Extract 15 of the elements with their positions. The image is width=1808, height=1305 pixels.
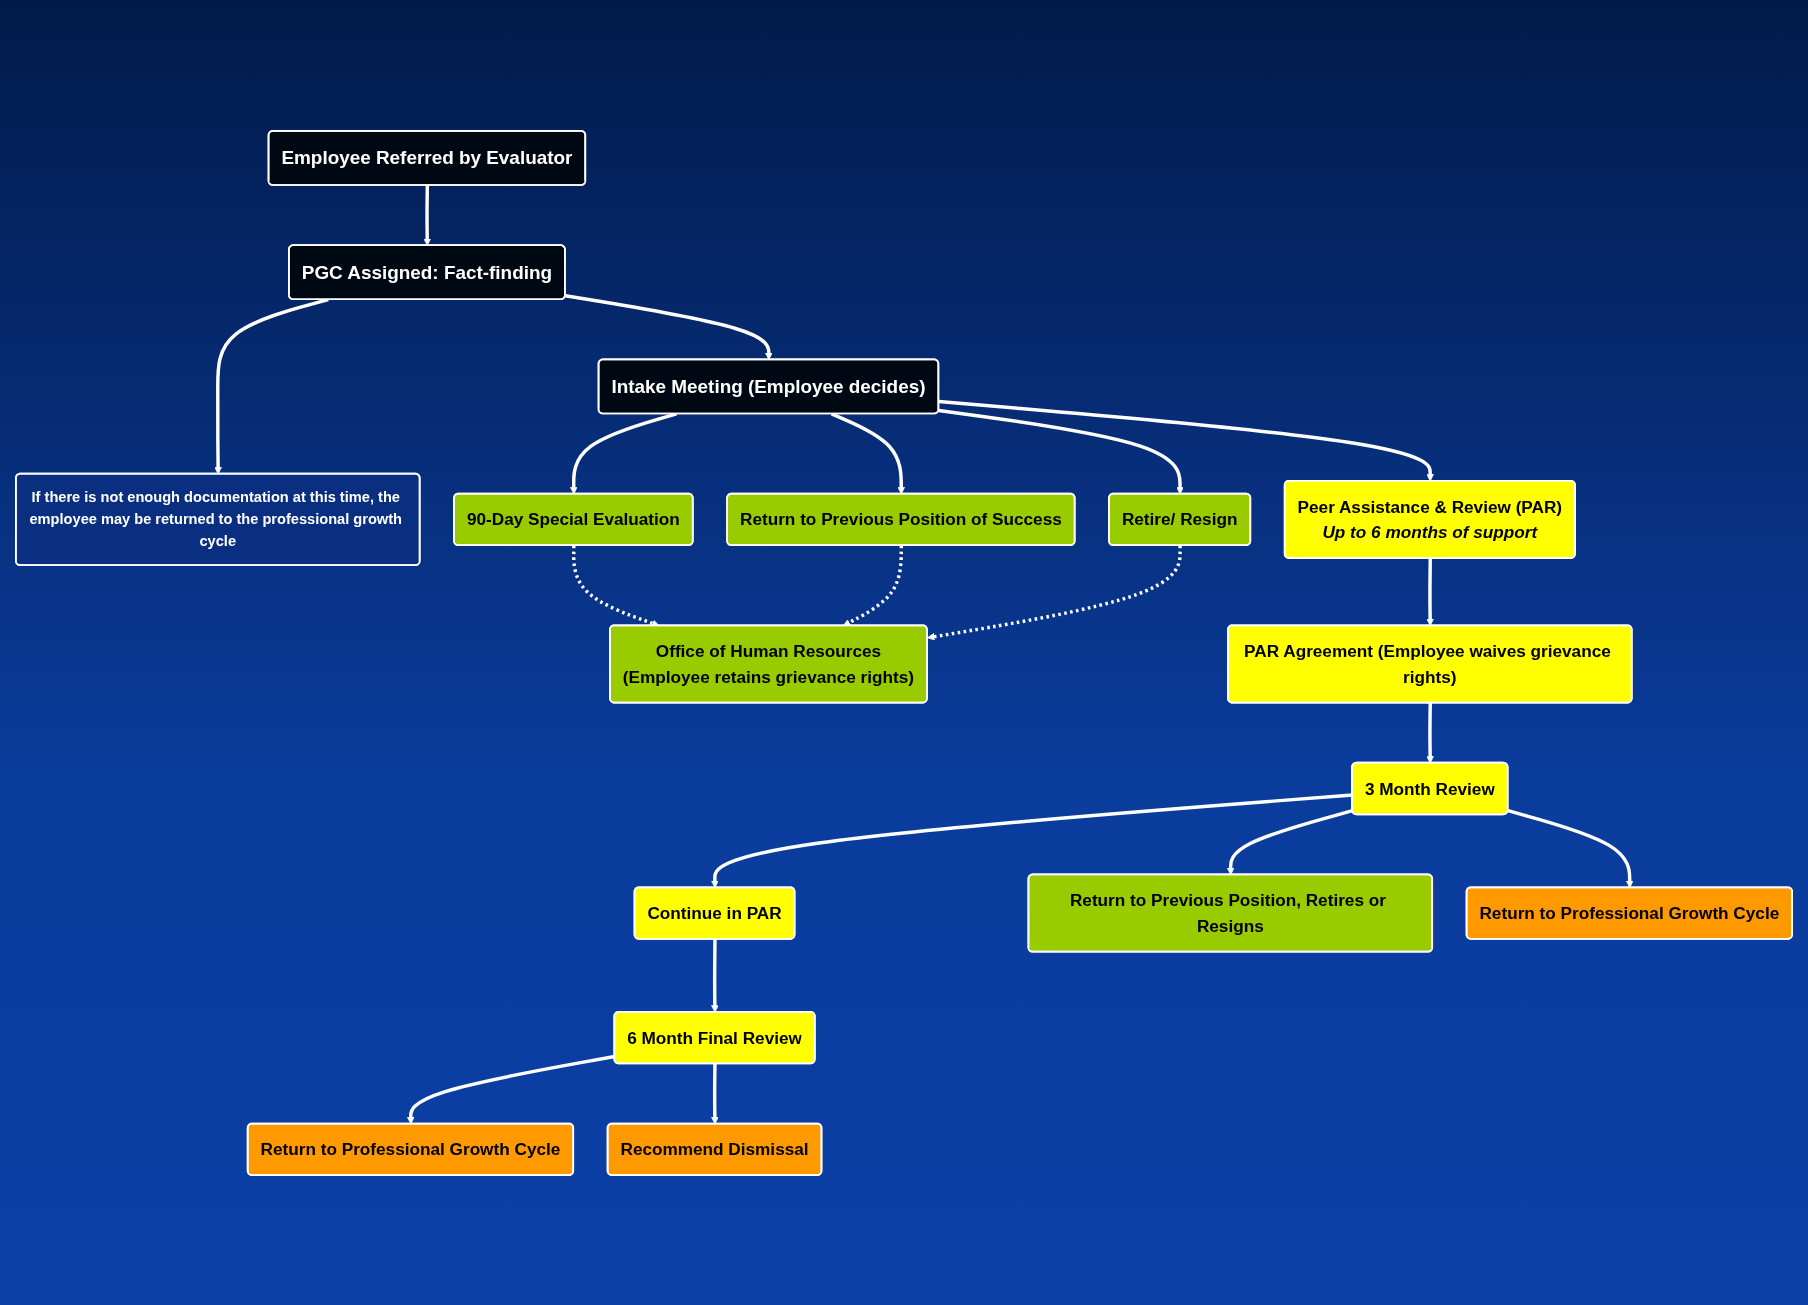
arrow <box>1507 808 1634 888</box>
arrow <box>407 1054 616 1124</box>
arrow <box>1226 808 1353 875</box>
arrow <box>938 399 1434 482</box>
arrow <box>565 293 773 360</box>
arrow <box>843 545 904 626</box>
arrow <box>711 1063 719 1124</box>
arrow <box>927 545 1182 640</box>
arrow <box>1426 702 1434 763</box>
arrow <box>938 408 1184 494</box>
arrow <box>711 792 1353 888</box>
arrow <box>1426 558 1434 626</box>
arrow <box>214 297 329 474</box>
arrow <box>423 184 431 246</box>
arrow <box>711 938 719 1013</box>
